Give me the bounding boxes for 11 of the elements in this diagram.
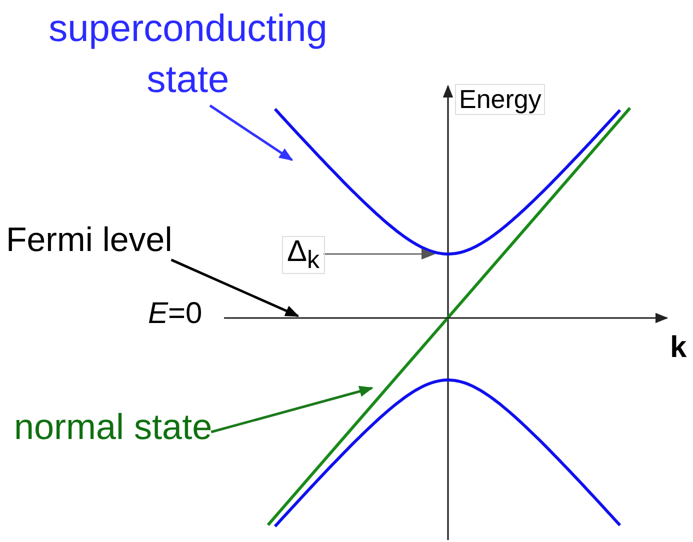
axis-value-label: E=0 [148,296,202,332]
annotation-label: Fermi level [6,220,172,261]
annotation-label: normal state [14,405,212,448]
leader-arrow [170,258,300,318]
axis-label: k [670,330,687,366]
leader-arrow [210,386,374,434]
axis-label: Energy [455,84,546,115]
annotation-label: superconducting state [8,4,368,107]
leader-arrow [209,104,294,162]
leader-arrow [324,248,436,260]
axis-arrow [224,312,668,324]
